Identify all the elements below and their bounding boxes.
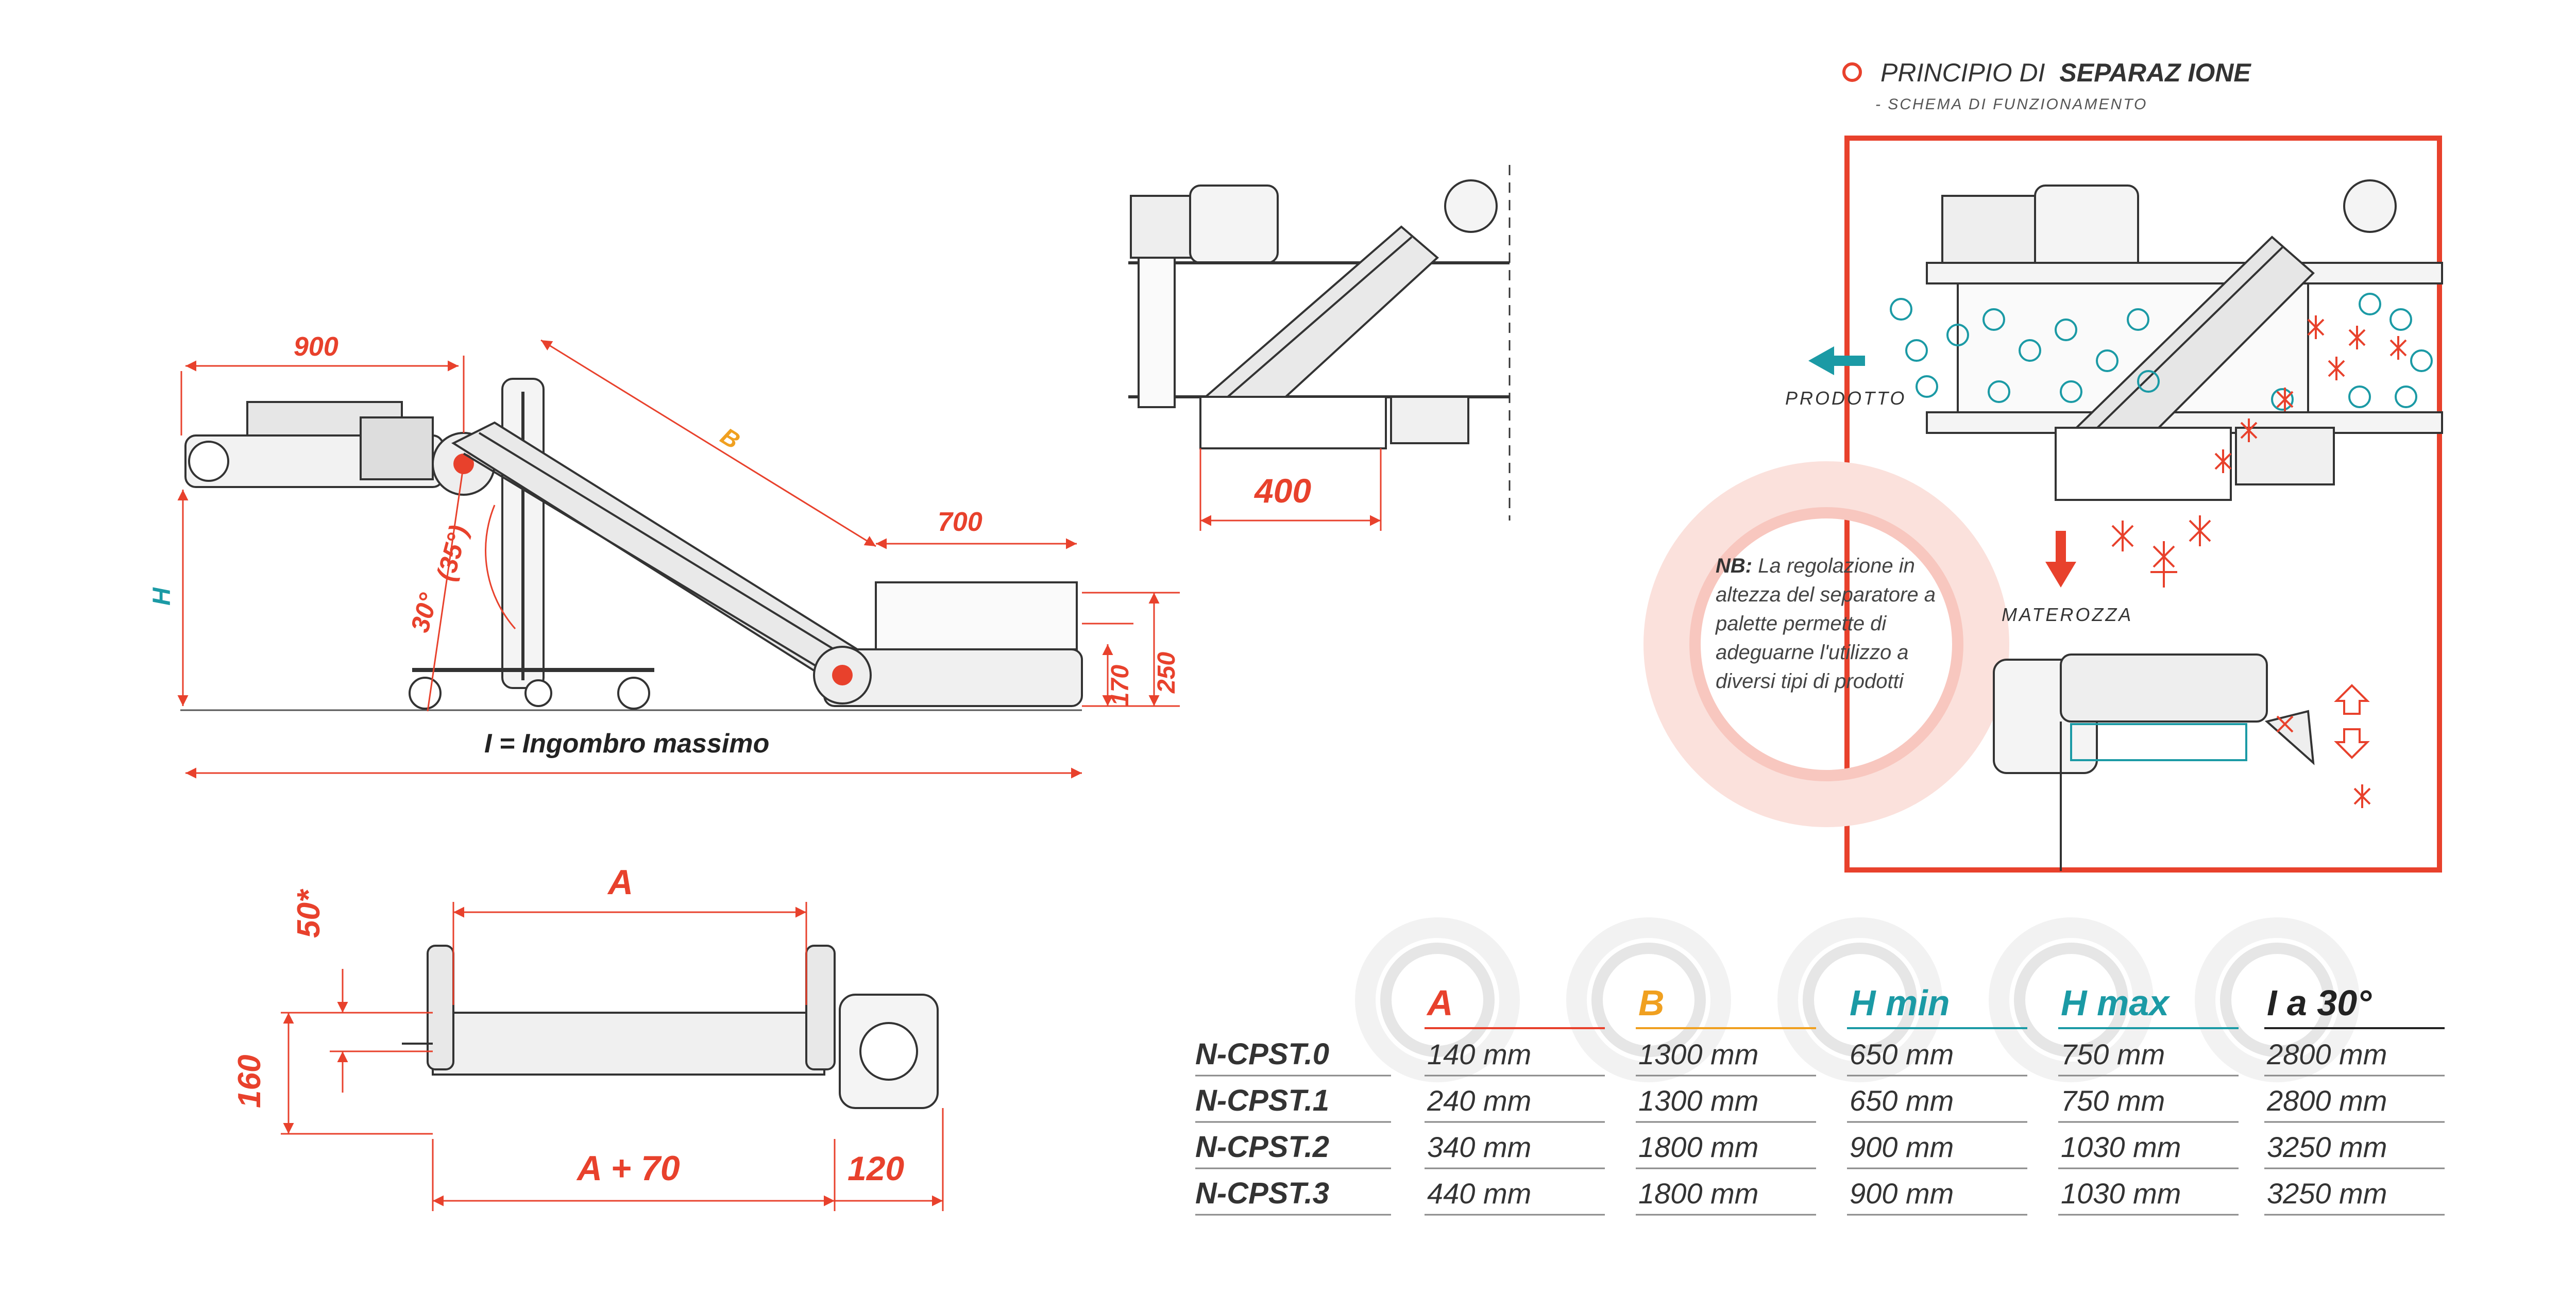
header-ring-inner bbox=[1803, 943, 1917, 1057]
table-cell: 750 mm bbox=[2061, 1084, 2165, 1117]
table-cell: 1030 mm bbox=[2061, 1131, 2181, 1163]
angle-35: (35°) bbox=[431, 522, 473, 584]
dim-160: 160 bbox=[232, 1055, 267, 1108]
table-cell: 650 mm bbox=[1850, 1038, 1954, 1070]
header-ring-inner bbox=[2014, 943, 2128, 1057]
note-text: La regolazione in altezza del separatore… bbox=[1716, 555, 1936, 693]
table-header: B bbox=[1638, 983, 1665, 1023]
dim-a-plus-70: A + 70 bbox=[576, 1149, 680, 1188]
materozza-label: MATEROZZA bbox=[2002, 604, 2133, 625]
dim-a: A bbox=[607, 863, 633, 902]
side-view-dimensions bbox=[177, 339, 1180, 779]
sprue-arrow-icon bbox=[2045, 531, 2076, 588]
adjustment-note: NB: La regolazione in altezza del separa… bbox=[1716, 551, 1937, 696]
table-cell: 2800 mm bbox=[2266, 1084, 2387, 1117]
plan-view-dimensions bbox=[281, 902, 944, 1211]
header-ring bbox=[1355, 917, 1520, 1082]
product-arrow-icon bbox=[1808, 346, 1865, 375]
up-arrow-icon bbox=[2334, 684, 2370, 715]
dim-700: 700 bbox=[938, 507, 982, 537]
principle-subtitle: - SCHEMA DI FUNZIONAMENTO bbox=[1875, 96, 2147, 113]
table-cell: 900 mm bbox=[1850, 1131, 1954, 1163]
flow-arrows bbox=[1808, 346, 2370, 759]
angle-30: 30° bbox=[405, 590, 444, 635]
dim-900: 900 bbox=[294, 332, 338, 362]
prodotto-label: PRODOTTO bbox=[1785, 388, 1906, 409]
plan-view-labels: A A + 70 120 160 50* bbox=[232, 863, 904, 1188]
principle-title-prefix: PRINCIPIO DI bbox=[1880, 58, 2045, 87]
header-ring bbox=[1989, 917, 2154, 1082]
table-cell: 340 mm bbox=[1427, 1131, 1531, 1163]
detail-view-dimensions bbox=[1199, 448, 1382, 531]
table-cell: 140 mm bbox=[1427, 1038, 1531, 1070]
table-cell: 440 mm bbox=[1427, 1177, 1531, 1210]
table-cell: 240 mm bbox=[1427, 1084, 1531, 1117]
svg-text:PRINCIPIO DI SEPARAZ ION: PRINCIPIO DI SEPARAZ IONE bbox=[1880, 58, 2251, 87]
detail-view-drawing bbox=[1128, 165, 1511, 521]
table-cell: 2800 mm bbox=[2266, 1038, 2387, 1070]
table-cell: 750 mm bbox=[2061, 1038, 2165, 1070]
dim-400: 400 bbox=[1253, 472, 1311, 510]
ingombro-label: I = Ingombro massimo bbox=[484, 729, 769, 759]
header-ring bbox=[1777, 917, 1942, 1082]
product-particles bbox=[1890, 293, 2433, 411]
table-header: H min bbox=[1850, 983, 1950, 1023]
table-cell: 900 mm bbox=[1850, 1177, 1954, 1210]
table-row-name: N-CPST.2 bbox=[1195, 1130, 1329, 1164]
note-ring-inner bbox=[1689, 507, 1963, 781]
table-cell: 1030 mm bbox=[2061, 1177, 2181, 1210]
table-row-name: N-CPST.1 bbox=[1195, 1084, 1329, 1117]
table-cell: 3250 mm bbox=[2267, 1131, 2387, 1163]
header-ring-inner bbox=[1591, 943, 1706, 1057]
header-ring bbox=[1566, 917, 1731, 1082]
side-view-labels: 900 B 700 H 30° (35°) 170 250 I = Ingomb… bbox=[148, 332, 1180, 759]
dim-50-star: 50* bbox=[291, 888, 327, 938]
header-ring-inner bbox=[1380, 943, 1495, 1057]
down-arrow-icon bbox=[2334, 728, 2370, 759]
table-header: I a 30° bbox=[2267, 983, 2372, 1023]
dim-170: 170 bbox=[1107, 665, 1134, 706]
table-header: H max bbox=[2061, 983, 2171, 1023]
table-cell: 650 mm bbox=[1850, 1084, 1954, 1117]
dim-b-label: B bbox=[716, 422, 745, 454]
table-row-name: N-CPST.3 bbox=[1195, 1177, 1329, 1210]
dim-250: 250 bbox=[1153, 652, 1180, 694]
header-ring-inner bbox=[2220, 943, 2334, 1057]
table-header: A bbox=[1426, 983, 1453, 1023]
note-prefix: NB: bbox=[1716, 555, 1753, 577]
dim-h-label: H bbox=[148, 587, 176, 606]
principle-machine bbox=[1926, 179, 2443, 871]
table-cell: 1300 mm bbox=[1638, 1038, 1758, 1070]
table-cell: 3250 mm bbox=[2267, 1177, 2387, 1210]
plan-view-drawing bbox=[402, 945, 939, 1109]
table-cell: 1300 mm bbox=[1638, 1084, 1758, 1117]
dim-120: 120 bbox=[848, 1149, 904, 1187]
note-ring bbox=[1643, 461, 2009, 827]
table-cell: 1800 mm bbox=[1638, 1177, 1758, 1210]
header-ring bbox=[2195, 917, 2360, 1082]
principle-header: PRINCIPIO DI SEPARAZ IONE - SCHEMA DI FU… bbox=[1842, 58, 2251, 113]
table-row-name: N-CPST.0 bbox=[1195, 1037, 1329, 1071]
sprue-particles bbox=[2111, 315, 2407, 808]
product-belt bbox=[2070, 723, 2247, 761]
dimension-table: A B H min H max I a 30° N-CPST.0 140 mm 1300 mm… bbox=[1195, 917, 2445, 1216]
table-cell: 1800 mm bbox=[1638, 1131, 1758, 1163]
principle-title-bold: SEPARAZ IONE bbox=[2059, 58, 2251, 87]
